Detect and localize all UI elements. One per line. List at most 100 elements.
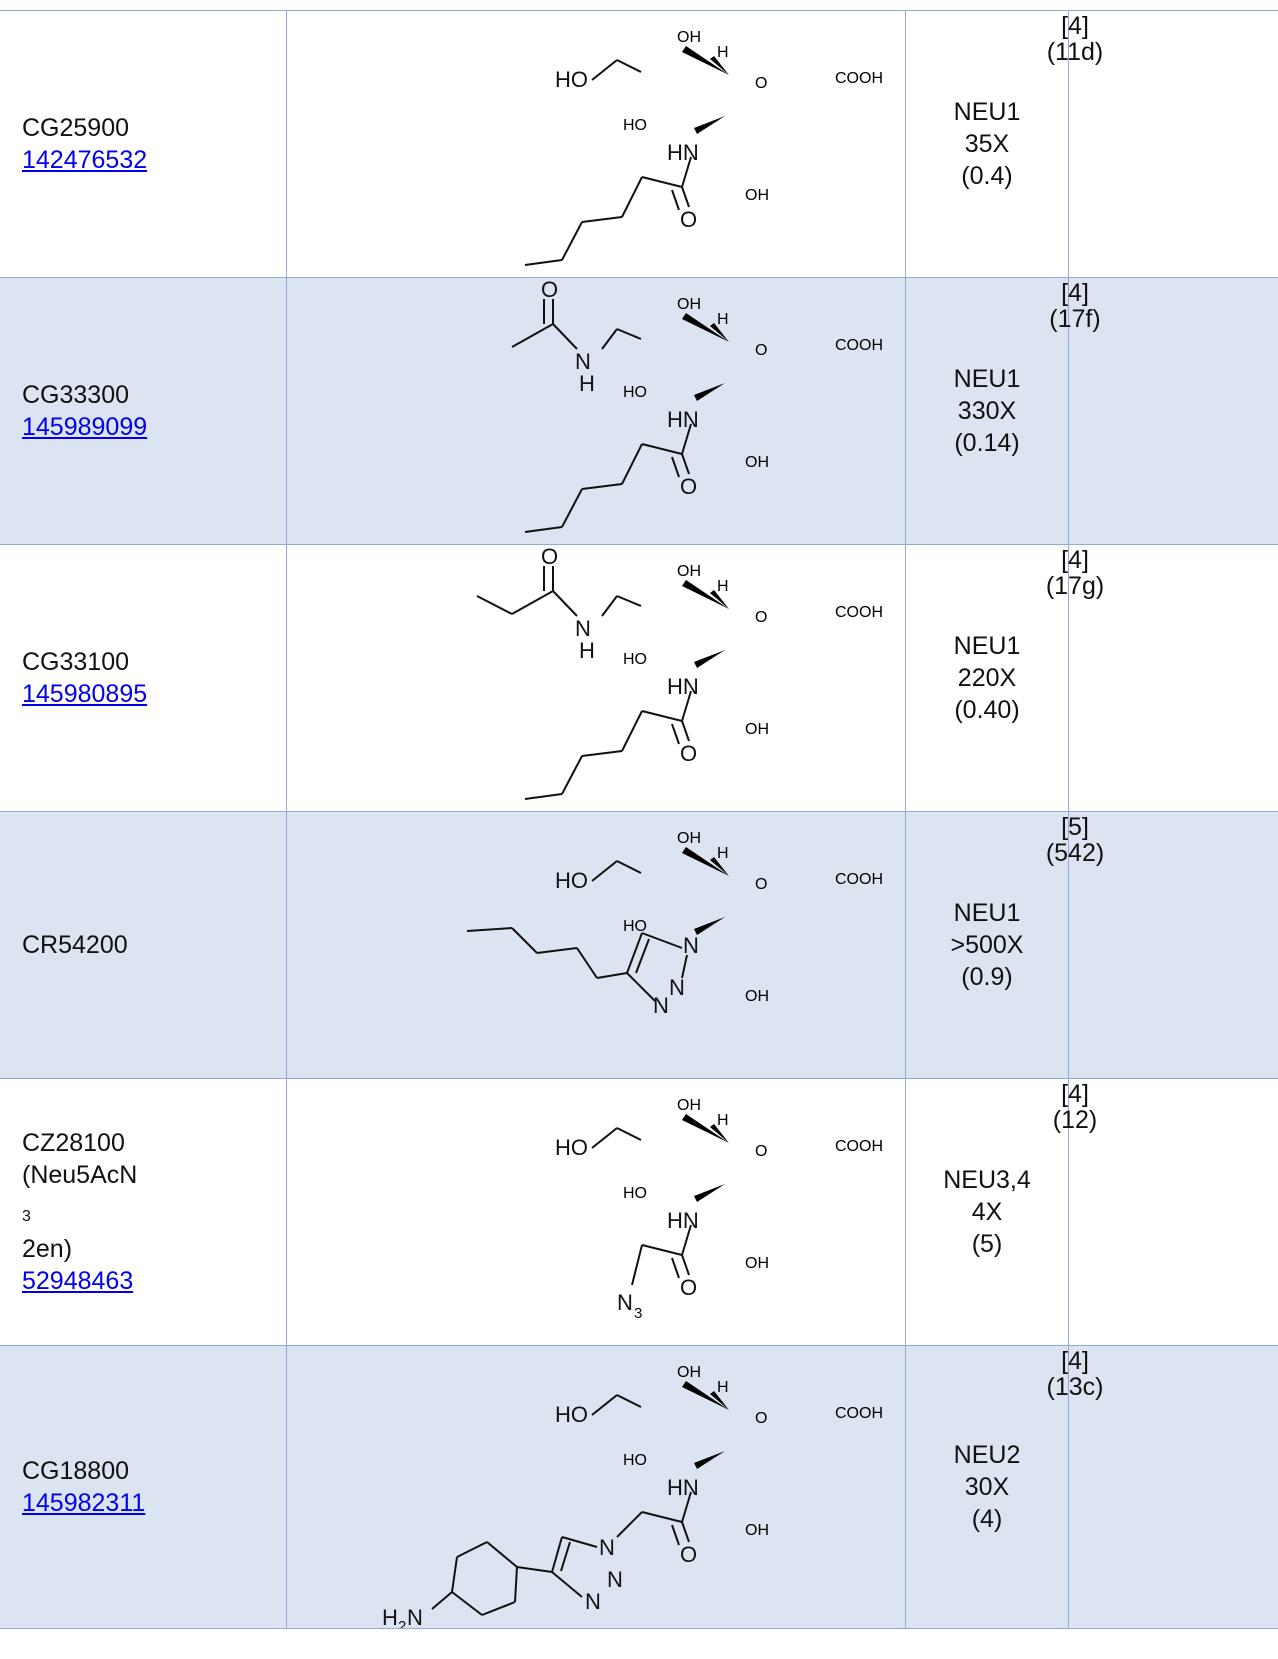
structure-cell: HO HN O <box>286 10 906 278</box>
reference-cell: [4] (17f) <box>1049 277 1278 545</box>
pubchem-link[interactable]: 145982311 <box>22 1489 146 1517</box>
svg-text:HO: HO <box>555 1135 588 1160</box>
compound-code: CG18800 <box>22 1457 130 1485</box>
svg-text:H: H <box>579 371 595 396</box>
compound-id-cell: CG33300 145989099 <box>0 277 287 545</box>
pubchem-link[interactable]: 142476532 <box>22 146 148 174</box>
svg-text:O: O <box>541 546 558 569</box>
svg-text:N: N <box>599 1535 615 1560</box>
table-row: CR54200 HO N N N <box>0 811 1278 1079</box>
activity-cell: NEU1 35X (0.4) <box>905 10 1069 278</box>
structure-cell: HO HN O N N N <box>286 1345 906 1629</box>
reference-number: [4] <box>1061 546 1089 574</box>
ic50-value: (4) <box>971 1505 1003 1533</box>
svg-text:O: O <box>680 207 697 232</box>
svg-text:H: H <box>579 638 595 663</box>
svg-text:H: H <box>382 1605 398 1628</box>
synonym-subscript: 3 <box>22 1208 31 1225</box>
table-row: CG33100 145980895 N H O HN O <box>0 544 1278 812</box>
reference-number: [4] <box>1061 1080 1089 1108</box>
svg-text:N: N <box>617 1290 633 1315</box>
compound-code: CG33300 <box>22 381 130 409</box>
structure-cell: N H O HN O <box>286 277 906 545</box>
activity-cell: NEU2 30X (4) <box>905 1345 1069 1629</box>
compound-code: CR54200 <box>22 931 128 959</box>
ic50-value: (0.40) <box>954 696 1020 724</box>
reference-number: [4] <box>1061 279 1089 307</box>
pubchem-link[interactable]: 145980895 <box>22 680 148 708</box>
structure-cell: HO HN O N 3 <box>286 1078 906 1346</box>
fold-selectivity: 30X <box>964 1473 1010 1501</box>
ic50-value: (0.9) <box>961 963 1013 991</box>
svg-text:N: N <box>669 975 685 1000</box>
svg-text:3: 3 <box>634 1305 642 1322</box>
molecule-structure: HO HN O <box>524 22 883 266</box>
fold-selectivity: 330X <box>957 397 1017 425</box>
fold-selectivity: 35X <box>964 130 1010 158</box>
svg-text:O: O <box>541 279 558 302</box>
svg-text:O: O <box>680 741 697 766</box>
ic50-value: (0.14) <box>954 429 1020 457</box>
activity-cell: NEU1 220X (0.40) <box>905 544 1069 812</box>
compound-id-cell: CG18800 145982311 <box>0 1345 287 1629</box>
fold-selectivity: >500X <box>950 931 1024 959</box>
svg-text:2: 2 <box>398 1618 406 1628</box>
reference-number: [4] <box>1061 12 1089 40</box>
ic50-value: (0.4) <box>961 162 1013 190</box>
table-row: CG33300 145989099 N H O HN O <box>0 277 1278 545</box>
table-row: CG18800 145982311 HO HN O N N N <box>0 1345 1278 1629</box>
svg-text:HN: HN <box>667 1475 699 1500</box>
reference-cell: [5] (542) <box>1046 811 1278 1079</box>
svg-text:O: O <box>680 474 697 499</box>
molecule-structure: N H O HN O <box>511 279 883 533</box>
table-row: CG25900 142476532 HO HN O NEU1 <box>0 10 1278 278</box>
reference-cell: [4] (17g) <box>1046 544 1278 812</box>
pubchem-link[interactable]: 52948463 <box>22 1267 134 1295</box>
reference-cell: [4] (13c) <box>1047 1345 1278 1629</box>
svg-text:N: N <box>575 349 591 374</box>
molecule-structure: HO N N N <box>466 823 883 1018</box>
svg-text:HN: HN <box>667 140 699 165</box>
enzyme-label: NEU1 <box>953 98 1021 126</box>
compound-id-cell: CR54200 <box>0 811 287 1079</box>
molecule-structure: HO HN O N N N <box>382 1357 883 1628</box>
compound-code: CG25900 <box>22 114 130 142</box>
svg-text:HO: HO <box>555 868 588 893</box>
compound-code: CG33100 <box>22 648 130 676</box>
svg-text:N: N <box>653 993 669 1018</box>
svg-text:N: N <box>575 616 591 641</box>
inhibitor-table: CG25900 142476532 HO HN O NEU1 <box>0 10 1278 1629</box>
svg-text:HN: HN <box>667 407 699 432</box>
pubchem-link[interactable]: 145989099 <box>22 413 148 441</box>
svg-text:O: O <box>680 1275 697 1300</box>
ic50-value: (5) <box>971 1230 1003 1258</box>
enzyme-label: NEU1 <box>953 632 1021 660</box>
reference-number: [4] <box>1061 1347 1089 1375</box>
compound-id-cell: CG25900 142476532 <box>0 10 287 278</box>
structure-cell: N H O HN O <box>286 544 906 812</box>
svg-text:N: N <box>407 1605 423 1628</box>
svg-text:HO: HO <box>555 1402 588 1427</box>
compound-number: (12) <box>1052 1106 1098 1134</box>
synonym-part: (Neu5AcN <box>22 1161 138 1189</box>
svg-text:HN: HN <box>667 674 699 699</box>
svg-text:O: O <box>680 1542 697 1567</box>
compound-id-cell: CG33100 145980895 <box>0 544 287 812</box>
fold-selectivity: 4X <box>971 1198 1003 1226</box>
molecule-structure: N H O HN O <box>476 546 883 800</box>
structure-cell: HO N N N <box>286 811 906 1079</box>
reference-cell: [4] (11d) <box>1047 10 1278 278</box>
molecule-structure: HO HN O N 3 <box>555 1090 883 1322</box>
svg-text:HO: HO <box>555 67 588 92</box>
compound-number: (13c) <box>1046 1373 1104 1401</box>
svg-text:N: N <box>607 1567 623 1592</box>
enzyme-label: NEU2 <box>953 1441 1021 1469</box>
reference-cell: [4] (12) <box>1053 1078 1278 1346</box>
enzyme-label: NEU3,4 <box>943 1166 1031 1194</box>
svg-text:N: N <box>683 933 699 958</box>
svg-text:HN: HN <box>667 1208 699 1233</box>
enzyme-label: NEU1 <box>953 365 1021 393</box>
